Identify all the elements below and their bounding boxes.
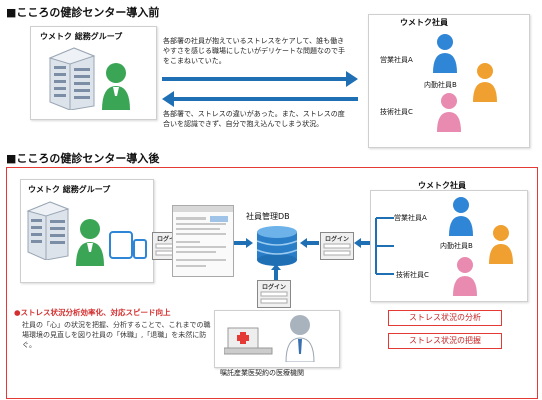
employee-after-label-b: 内勤社員B <box>440 242 473 250</box>
medical-label: 嘱託産業医契約の医療機関 <box>220 369 304 377</box>
screen-window <box>172 205 234 277</box>
group-label-before: ウメトク 総務グループ <box>40 32 123 41</box>
employee-after-label-a: 営業社員A <box>394 214 427 222</box>
section-title-after: ■こころの健診センター導入後 <box>6 152 160 165</box>
person-pink-icon <box>453 257 477 296</box>
login-label-left: ログイン <box>157 236 182 243</box>
person-orange-icon <box>489 225 513 264</box>
employee-label-a: 営業社員A <box>380 56 413 64</box>
arrow-to-right-login <box>354 238 373 248</box>
person-blue-icon <box>433 34 457 73</box>
login-label-right: ログイン <box>325 236 350 243</box>
database-icon <box>256 226 298 266</box>
person-green-icon <box>102 63 130 110</box>
tablet-phone-icon <box>109 231 147 259</box>
person-blue-icon <box>449 197 473 236</box>
bracket-lines <box>375 217 394 275</box>
message-bottom: 各部署で、ストレスの違いがあった。また、ストレスの度合いを認識できず、自分で抱え… <box>163 110 345 128</box>
employee-after-label-c: 技術社員C <box>396 271 429 279</box>
login-box-bottom <box>257 280 291 308</box>
after-frame <box>6 167 538 399</box>
building-icon <box>48 47 96 110</box>
person-orange-icon <box>473 63 497 102</box>
tag-stress-analysis: ストレス状況の分析 <box>388 310 502 326</box>
employee-label-b: 内勤社員B <box>424 81 457 89</box>
person-green-icon <box>76 219 104 266</box>
medical-bed-icon <box>224 327 273 355</box>
benefit-body: 社員の「心」の状況を把握、分析することで、これまでの職場環境の見直しを図り社員の… <box>22 321 211 349</box>
group-label-after: ウメトク 総務グループ <box>28 185 111 194</box>
arrows-before <box>162 71 358 107</box>
arrow-up-to-db <box>271 264 281 280</box>
message-top: 各部署の社員が抱えているストレスをケアして、誰も働きやすさを感じる職場にしたいが… <box>163 37 345 65</box>
person-pink-icon <box>437 93 461 132</box>
employee-label-c: 技術社員C <box>380 108 413 116</box>
arrow-from-right-login <box>300 238 319 248</box>
section-title-before: ■こころの健診センター導入前 <box>6 6 160 19</box>
benefit-title: ●ストレス状況分析効率化、対応スピード向上 <box>14 308 171 317</box>
db-label: 社員管理DB <box>246 212 290 221</box>
arrow-to-db <box>234 238 253 248</box>
doctor-icon <box>285 315 315 362</box>
employees-label-before: ウメトク社員 <box>400 18 448 27</box>
tag-stress-grasp: ストレス状況の把握 <box>388 333 502 349</box>
login-label-bottom: ログイン <box>262 284 287 291</box>
login-box-right <box>320 232 354 260</box>
employees-label-after: ウメトク社員 <box>418 181 466 190</box>
building-icon <box>26 201 70 260</box>
